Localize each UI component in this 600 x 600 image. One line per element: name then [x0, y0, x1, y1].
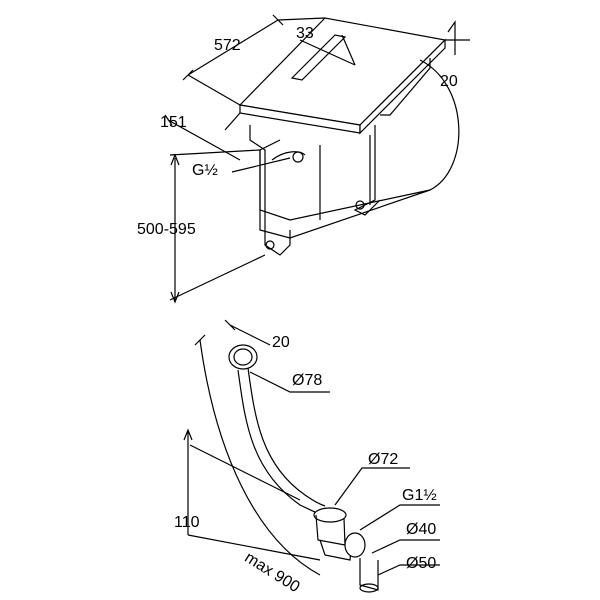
outlet-outer-diameter-label: Ø50 — [406, 555, 437, 572]
overflow-diameter-label: Ø78 — [292, 372, 323, 389]
plate-height-label: 20 — [440, 73, 458, 90]
outlet-inner-diameter-label: Ø40 — [406, 521, 437, 538]
mounting-frame-drawing — [164, 14, 470, 304]
thread-label: G1½ — [402, 487, 437, 504]
drain-set-drawing — [183, 319, 440, 593]
height-range-label: 500-595 — [137, 221, 196, 238]
waste-diameter-label: Ø72 — [368, 451, 399, 468]
depth-dimension-label: 151 — [160, 114, 187, 131]
overflow-offset-label: 20 — [272, 334, 290, 351]
slot-dimension-label: 33 — [296, 25, 314, 42]
width-dimension-label: 572 — [214, 37, 241, 54]
drain-height-label: 110 — [174, 514, 200, 531]
connection-thread-label: G½ — [192, 162, 218, 179]
